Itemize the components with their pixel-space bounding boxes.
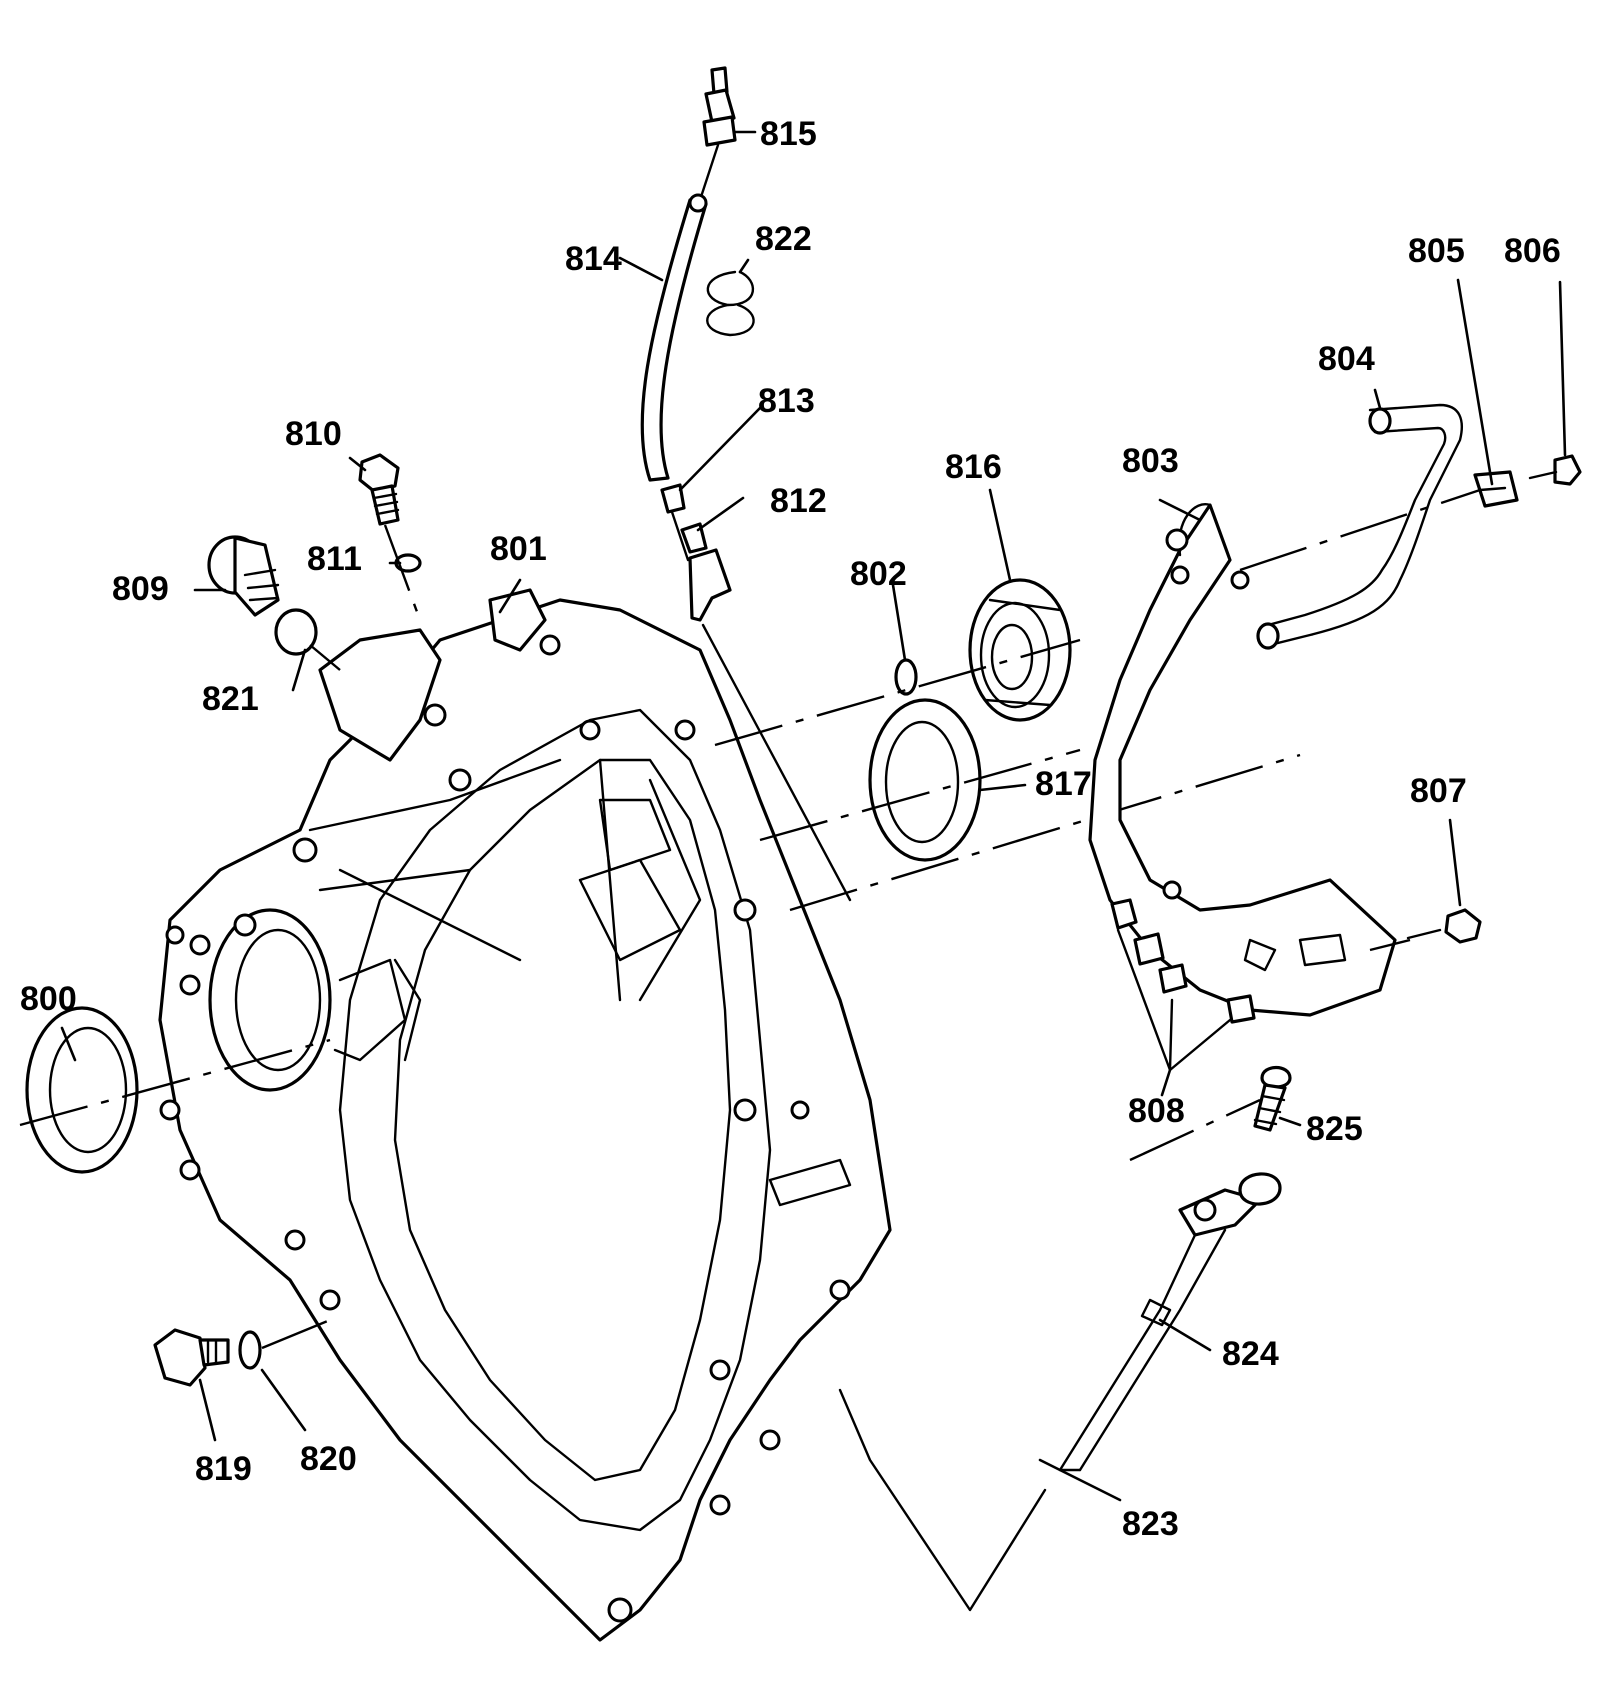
bolt-810 — [358, 453, 422, 621]
seal-800 — [19, 1006, 331, 1174]
callout-819: 819 — [195, 1450, 252, 1488]
heat-shield-803 — [1088, 503, 1397, 1017]
callout-816: 816 — [945, 448, 1002, 486]
callout-812: 812 — [770, 482, 827, 520]
leader-lines — [60, 130, 1567, 1502]
callout-813: 813 — [758, 382, 815, 420]
callout-803: 803 — [1122, 442, 1179, 480]
clip-822 — [706, 270, 755, 337]
dipstick-tube-assembly — [838, 1065, 1292, 1612]
callout-810: 810 — [285, 415, 342, 453]
plug-809 — [207, 535, 341, 671]
callout-807: 807 — [1410, 772, 1467, 810]
callout-822: 822 — [755, 220, 812, 258]
callout-802: 802 — [850, 555, 907, 593]
callout-800: 800 — [20, 980, 77, 1018]
callout-824: 824 — [1222, 1335, 1279, 1373]
callout-815: 815 — [760, 115, 817, 153]
callout-823: 823 — [1122, 1505, 1179, 1543]
callout-808: 808 — [1128, 1092, 1185, 1130]
clips-808 — [1110, 898, 1256, 1072]
callout-801: 801 — [490, 530, 547, 568]
callout-806: 806 — [1504, 232, 1561, 270]
bolt-807 — [1369, 908, 1482, 952]
callout-821: 821 — [202, 680, 259, 718]
bearing-816 — [714, 578, 1301, 912]
drain-plug-819 — [153, 1318, 331, 1387]
callout-809: 809 — [112, 570, 169, 608]
callout-805: 805 — [1408, 232, 1465, 270]
vent-tube-assembly — [640, 66, 852, 902]
pipe-804 — [1239, 403, 1582, 650]
callout-820: 820 — [300, 1440, 357, 1478]
callout-825: 825 — [1306, 1110, 1363, 1148]
callout-817: 817 — [1035, 765, 1092, 803]
callout-804: 804 — [1318, 340, 1375, 378]
callout-labels: 800 801 802 803 804 805 806 807 808 809 … — [20, 115, 1561, 1543]
callout-814: 814 — [565, 240, 622, 278]
callout-811: 811 — [307, 540, 362, 578]
transaxle-housing — [158, 588, 892, 1642]
